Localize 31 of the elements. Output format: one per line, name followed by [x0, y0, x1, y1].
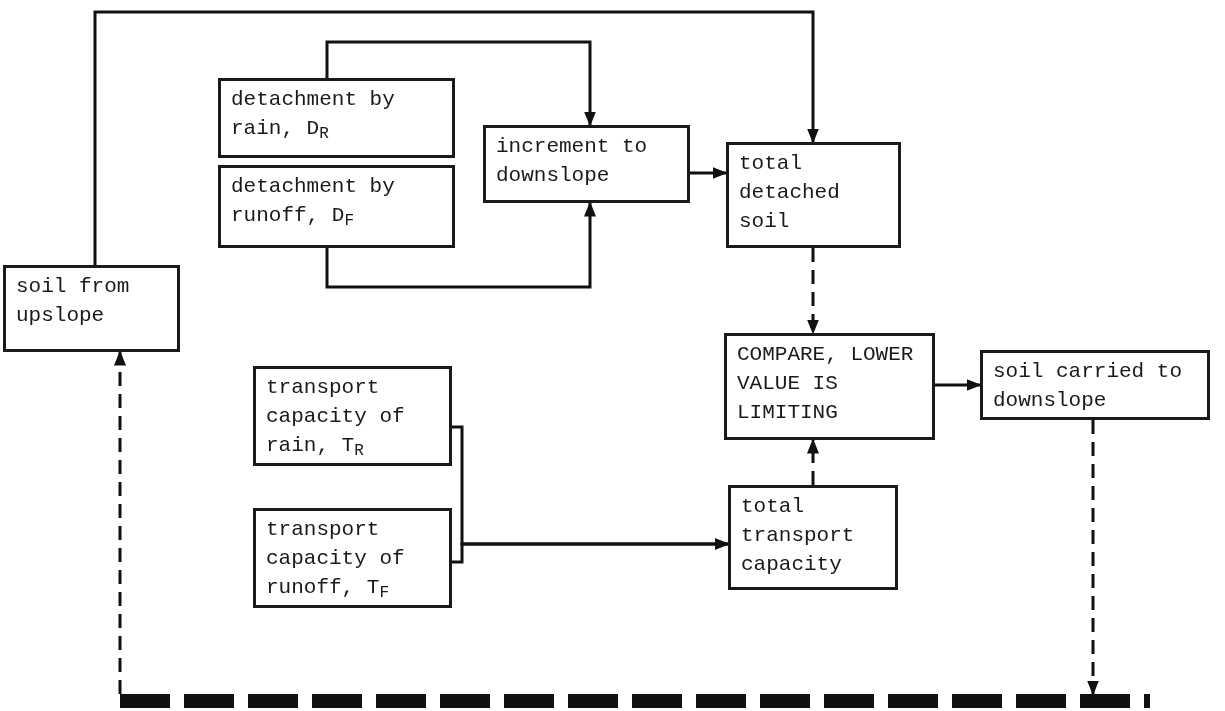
- process-box: [726, 142, 901, 248]
- arrow: [325, 40, 596, 127]
- process-box: [253, 508, 452, 608]
- process-box: [728, 485, 898, 590]
- process-box: [218, 165, 455, 248]
- box-label: detachment by runoff, D$_{F}$: [231, 174, 396, 230]
- box-label: COMPARE, LOWER VALUE IS LIMITING: [737, 342, 915, 426]
- arrow: [452, 538, 730, 564]
- arrow: [1087, 420, 1099, 696]
- process-box: [980, 350, 1210, 420]
- box-label: transport capacity of runoff, T$_{F}$: [266, 517, 406, 602]
- arrow: [325, 201, 596, 289]
- arrow: [93, 10, 819, 265]
- box-label: transport capacity of rain, T$_{R}$: [266, 375, 406, 460]
- process-box: [253, 366, 452, 466]
- box-label: increment to downslope: [496, 134, 649, 189]
- box-label: total transport capacity: [741, 494, 856, 578]
- box-label: detachment by rain, D$_{R}$: [231, 87, 396, 143]
- process-box: [218, 78, 455, 158]
- arrow: [114, 350, 126, 694]
- box-label: total detached soil: [739, 151, 841, 235]
- process-box: [3, 265, 180, 352]
- box-label: soil carried to downslope: [993, 359, 1184, 414]
- arrow: [690, 167, 728, 179]
- process-box: [483, 125, 690, 203]
- arrow: [807, 248, 819, 335]
- arrow: [807, 438, 819, 485]
- process-box: [724, 333, 935, 440]
- box-label: soil from upslope: [16, 274, 131, 329]
- dashed-ground-bar: [120, 694, 1150, 708]
- arrow: [935, 379, 982, 391]
